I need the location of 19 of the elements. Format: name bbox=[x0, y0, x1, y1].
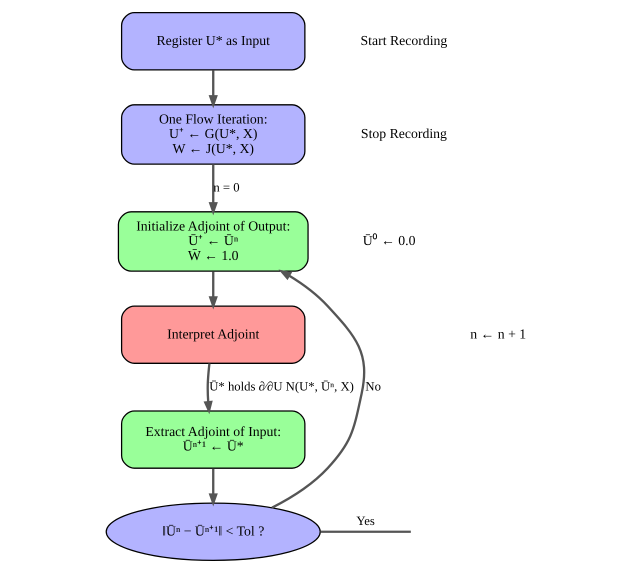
label: Start Recording bbox=[360, 32, 447, 48]
edge-label: Yes bbox=[356, 514, 374, 528]
arrow bbox=[208, 271, 218, 310]
arrow bbox=[270, 269, 365, 509]
edge-label: No bbox=[364, 379, 380, 394]
label: n ← n + 1 bbox=[470, 326, 526, 342]
node-box: One Flow Iteration: U⁺ ← G(U*, X) W ← J(U*, X) bbox=[120, 104, 305, 165]
edge-label: Ū* holds ∂⁄∂U N(U*, Ūⁿ, X) bbox=[208, 379, 354, 394]
connector bbox=[320, 530, 410, 533]
arrow bbox=[208, 70, 218, 108]
label: Stop Recording bbox=[360, 126, 446, 142]
node-ellipse: ‖Ūⁿ − Ūⁿ⁺¹‖ < Tol ? bbox=[105, 502, 320, 561]
node-box: Register U* as Input bbox=[120, 12, 305, 70]
node-box: Initialize Adjoint of Output: Ū⁺ ← Ūⁿ W̄ ← 1.0 bbox=[117, 211, 308, 272]
label: Ū⁰ ← 0.0 bbox=[362, 233, 415, 248]
arrow bbox=[203, 363, 212, 414]
node-box: Interpret Adjoint bbox=[120, 305, 305, 364]
arrow bbox=[208, 468, 218, 507]
node-box: Extract Adjoint of Input: Ūⁿ⁺¹ ← Ū* bbox=[120, 410, 305, 469]
